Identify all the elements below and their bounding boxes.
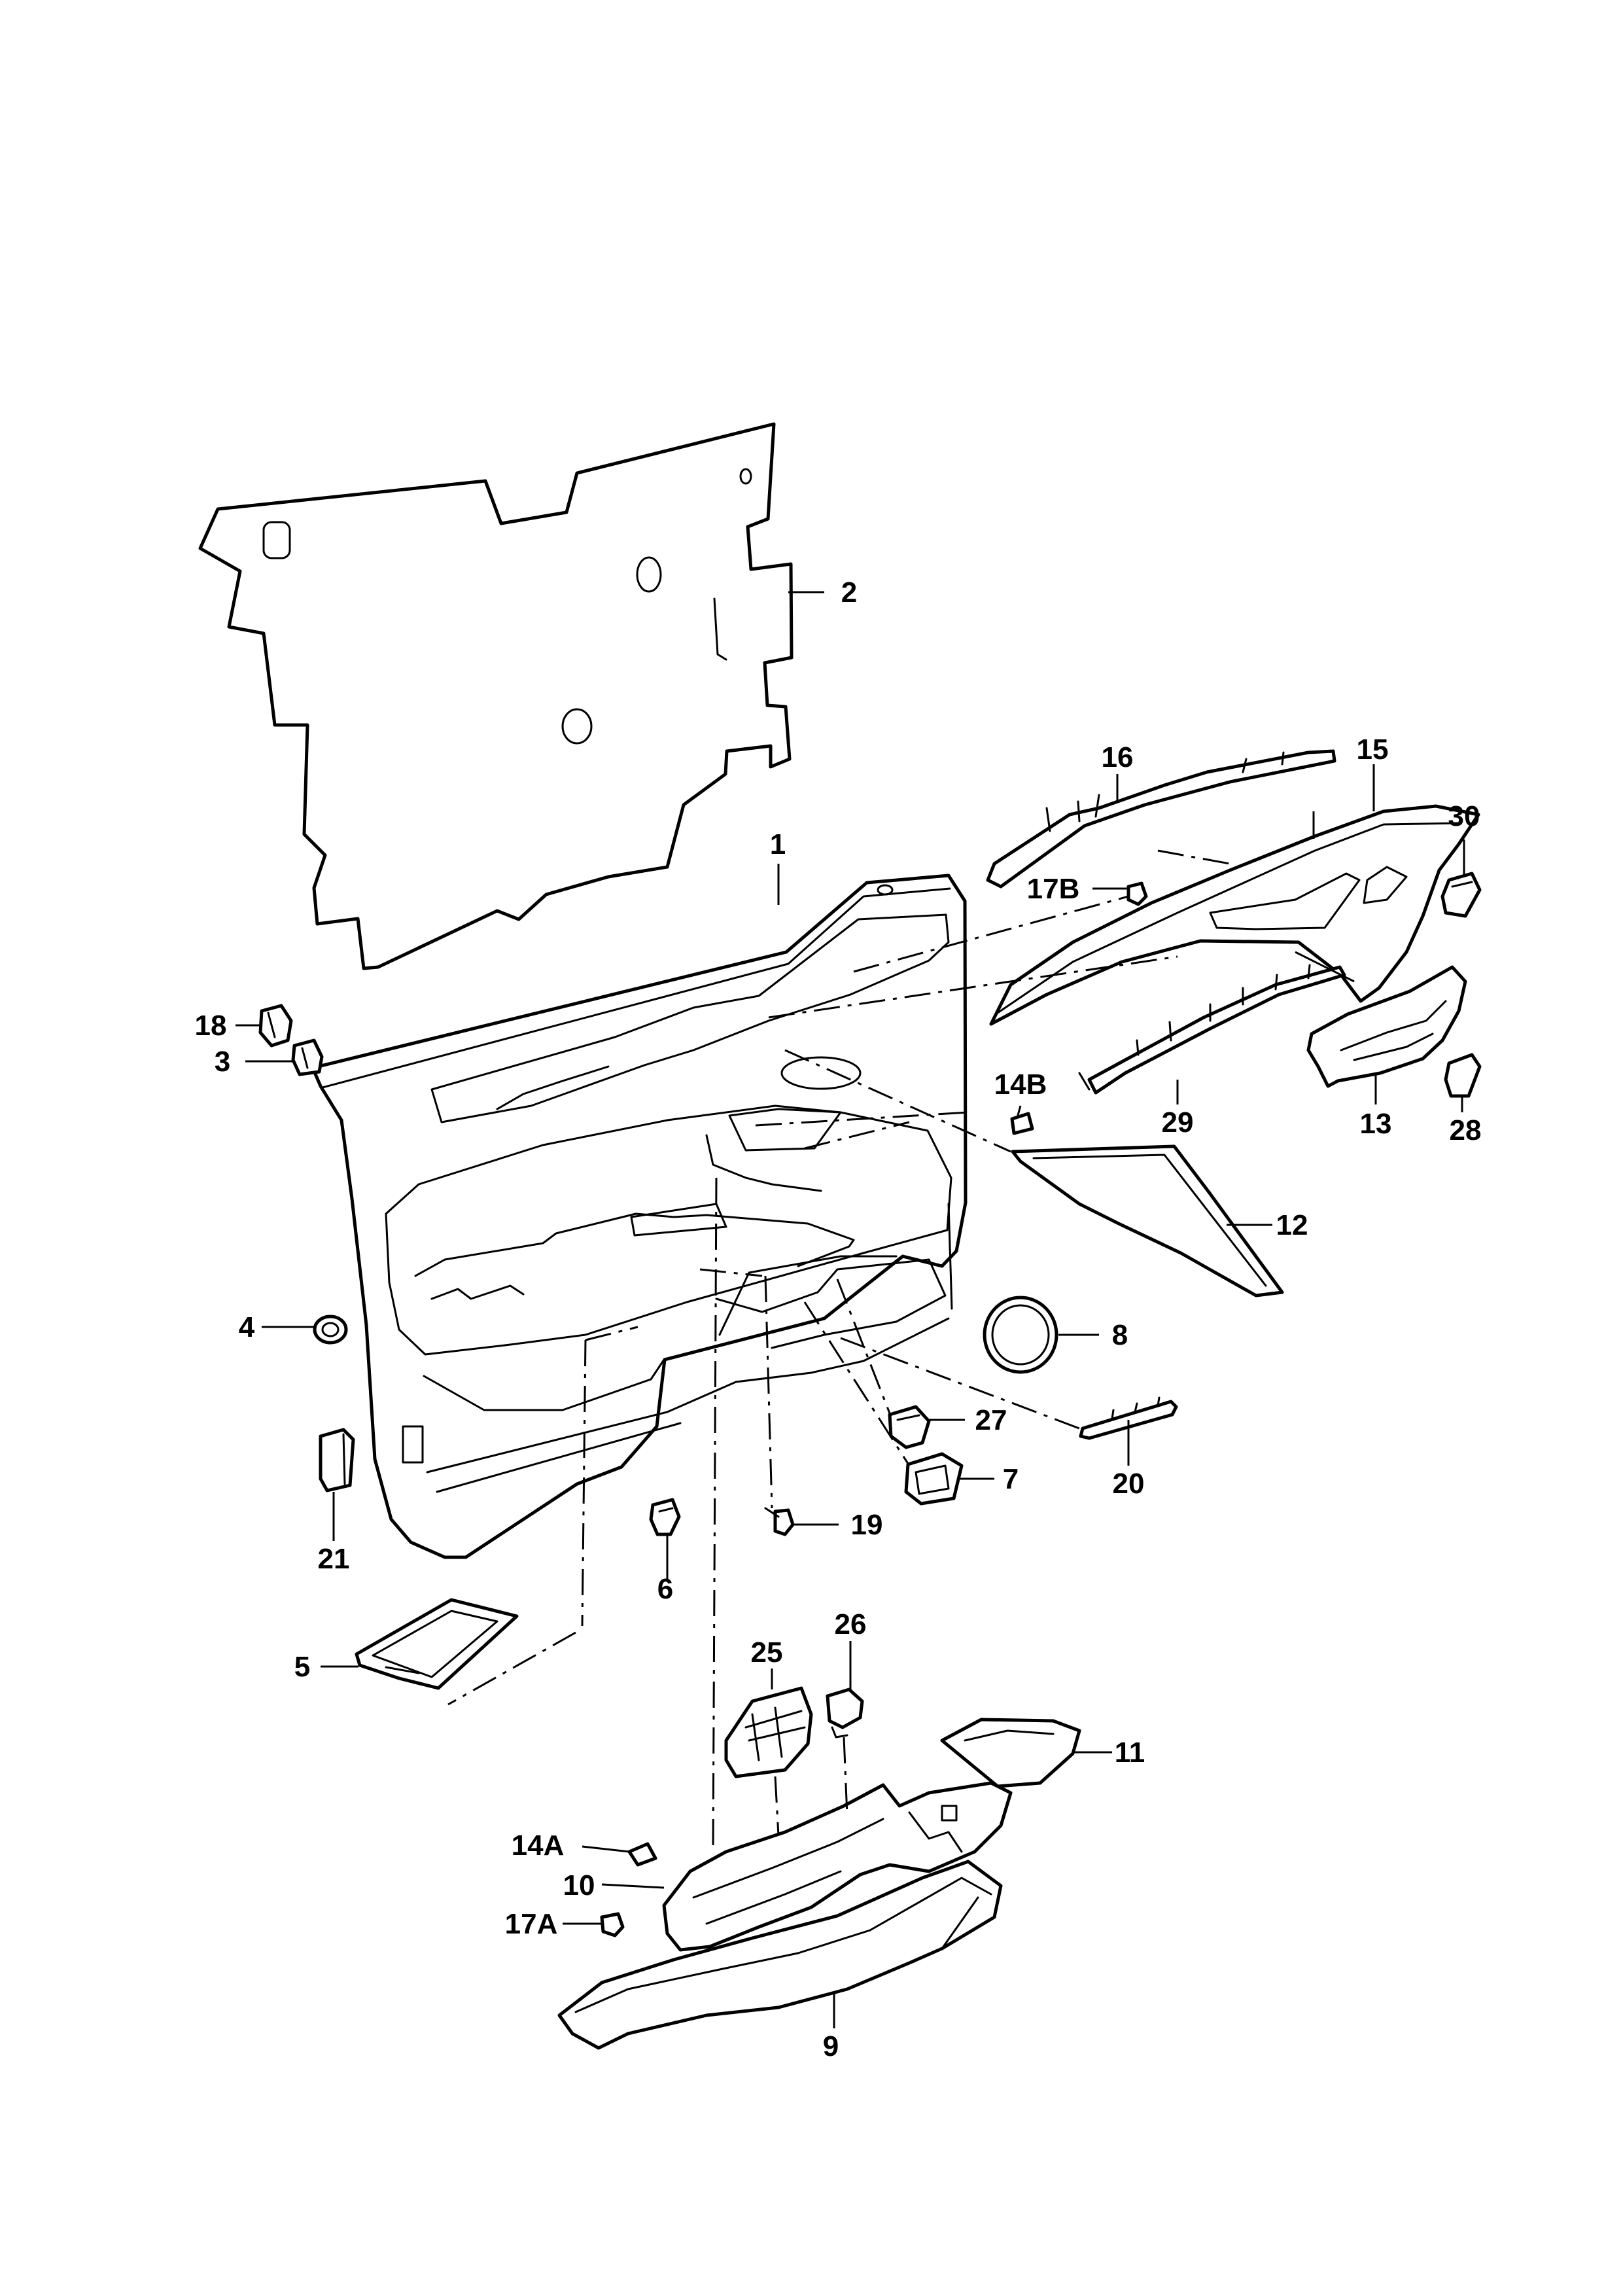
callout-9: 9 [823,2030,839,2062]
part-30-cap [1440,872,1482,918]
callout-5: 5 [294,1651,310,1683]
callout-7: 7 [1003,1463,1019,1495]
part-8-speaker-ring [983,1296,1058,1374]
part-15-upper-trim [989,804,1480,1026]
callout-13: 13 [1360,1108,1392,1140]
part-5-pad [355,1598,519,1690]
part-28-cap [1444,1053,1482,1098]
callout-30: 30 [1448,800,1480,832]
part-16-upper-strip [986,749,1336,889]
callout-29: 29 [1162,1106,1194,1139]
part-17B-screw [1126,881,1148,906]
callout-27: 27 [975,1404,1007,1436]
part-14A-clip [627,1842,657,1867]
callout-15: 15 [1357,733,1389,766]
part-21-cover-cap [319,1428,355,1492]
callout-6: 6 [657,1573,673,1605]
callout-25: 25 [751,1636,783,1669]
part-3-clip [291,1038,324,1076]
callout-17B: 17B [1027,873,1080,905]
part-7-switch-cover [904,1452,964,1506]
callout-20: 20 [1113,1468,1145,1500]
callout-8: 8 [1112,1319,1128,1351]
callout-2: 2 [841,576,857,609]
callout-12: 12 [1276,1209,1308,1241]
part-6-bolt [649,1498,681,1536]
callout-17A: 17A [505,1908,558,1940]
part-27-clip [888,1405,931,1449]
part-14B-clip [1010,1112,1034,1135]
callout-labels: 1 2 3 4 5 6 7 8 9 10 11 12 13 14A 14B 15… [195,576,1482,2062]
callout-11: 11 [1115,1737,1145,1769]
part-26-mirror-switch [826,1687,864,1739]
part-10-armrest-carrier [662,1781,1013,1952]
callout-3: 3 [215,1046,230,1078]
leader-lines [236,591,1465,2028]
part-12-trim-insert [1011,1144,1284,1298]
callout-4: 4 [239,1311,255,1343]
part-9-armrest-cover [557,1860,1003,2050]
callout-10: 10 [563,1869,595,1901]
callout-16: 16 [1102,741,1134,773]
callout-28: 28 [1450,1114,1482,1146]
callout-19: 19 [851,1509,883,1541]
callout-26: 26 [835,1608,867,1640]
part-17A-screw [600,1912,625,1937]
callout-21: 21 [318,1543,350,1575]
part-19-screw [764,1507,795,1536]
callout-18: 18 [195,1010,227,1042]
part-18-clip [258,1004,293,1048]
part-25-window-switch [724,1686,813,1778]
part-4-plug [313,1315,348,1345]
callout-1: 1 [770,828,786,860]
part-11-pocket-insert [940,1718,1081,1788]
part-13-door-handle [1306,965,1467,1088]
part-1-door-trim-panel [311,874,968,1559]
callout-14B: 14B [994,1069,1047,1101]
part-29-light-strip [1078,964,1346,1095]
callout-14A: 14A [512,1829,565,1862]
assembly-lines [447,849,1230,1852]
part-2-insulation-sheet [198,422,794,970]
